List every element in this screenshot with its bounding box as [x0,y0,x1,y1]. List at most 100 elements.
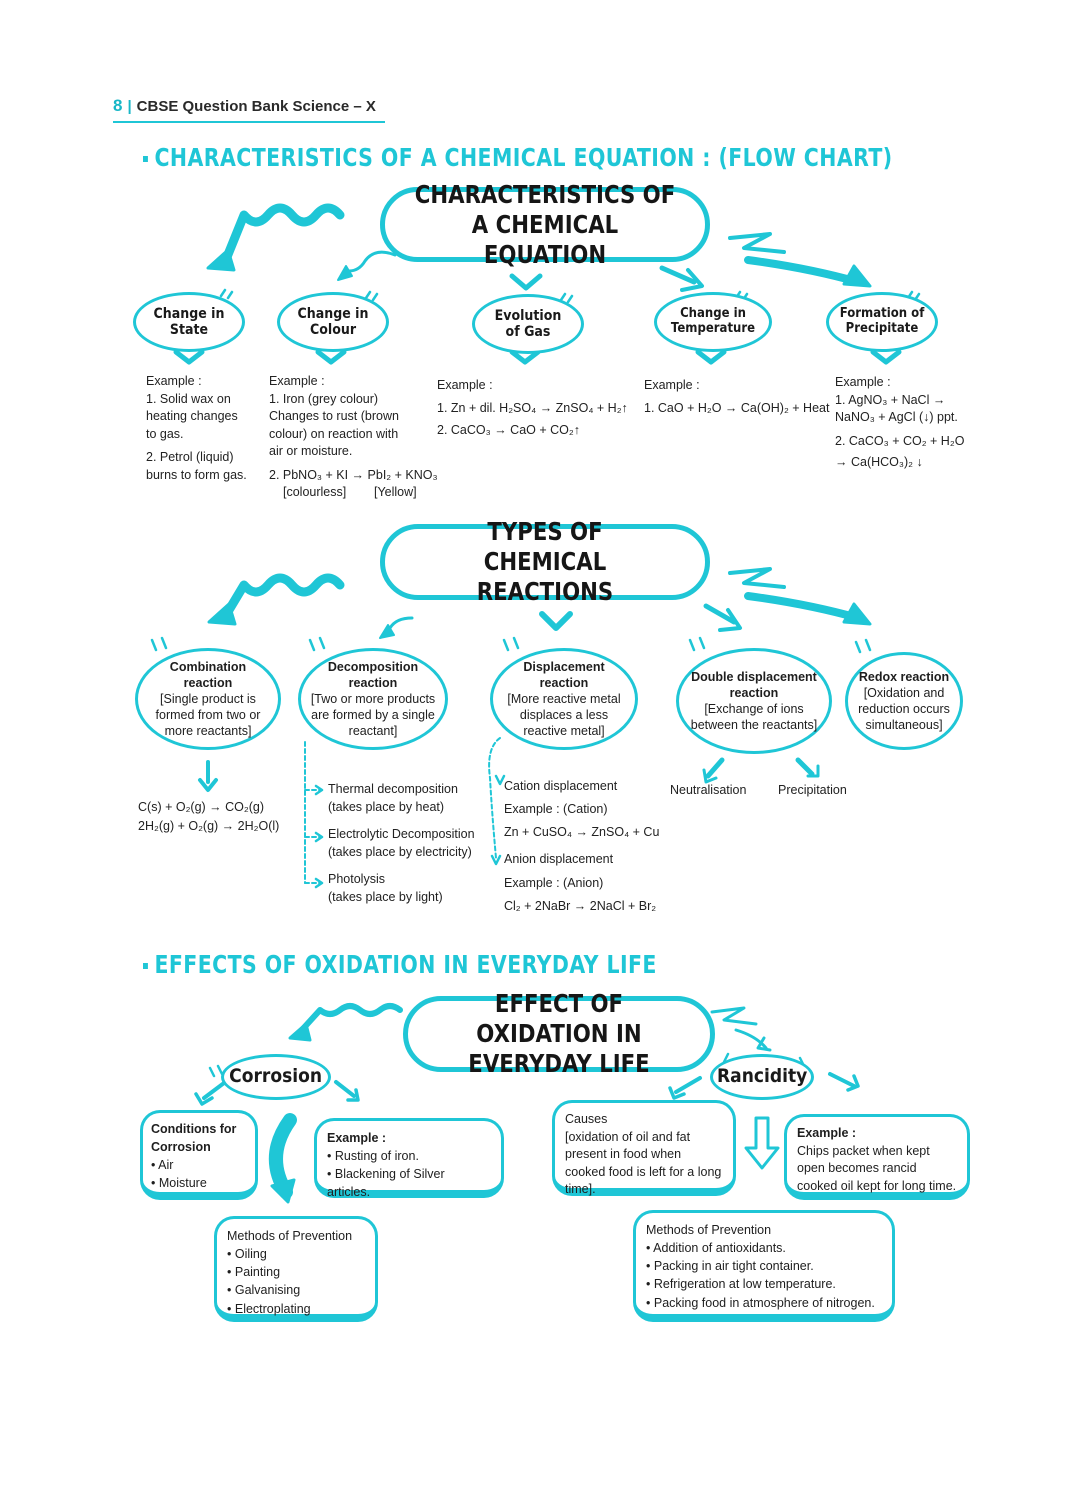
node-title: Double displacement reaction [691,670,817,700]
detail-line: burns to form gas. [146,467,247,482]
node-combination-reaction: Combination reaction[Single product is f… [135,648,281,750]
decomposition-type-note: (takes place by electricity) [328,844,472,859]
page-number: 8 [113,96,123,115]
bullet-square [143,156,148,162]
node-change-in-colour: Change in Colour [277,292,389,352]
node-label: Evolution of Gas [494,307,562,340]
outline-arrow [659,265,697,285]
detail-line: [colourless] [Yellow] [283,485,417,499]
root-box-oxidation: EFFECT OF OXIDATION IN EVERYDAY LIFE [403,989,715,1078]
displacement-example-label: Example : (Cation) [504,802,608,817]
node-label: Corrosion [229,1065,323,1088]
detail-line: Example : [644,378,700,392]
node-desc: [Oxidation and reduction occurs simultan… [858,686,950,732]
combination-examples: C(s) + O₂(g) → CO₂(g) 2H₂(g) + O₂(g) → 2… [138,798,279,837]
node-formation-of-precipitate: Formation of Precipitate [826,292,938,352]
double-displacement-neutralisation: Neutralisation [670,783,747,797]
details-change-in-colour: Example : 1. Iron (grey colour) Changes … [269,373,438,502]
details-change-in-temperature: Example : 1. CaO + H₂O → Ca(OH)₂ + Heat [644,374,829,419]
example-text: Chips packet when kept open becomes ranc… [797,1143,957,1193]
displacement-type-name: Cation displacement [504,779,618,793]
detail-line: air or moisture. [269,444,353,458]
prevention-item: Oiling [227,1245,365,1263]
node-desc: [Two or more products are formed by a si… [310,692,436,738]
box-title: Conditions for Corrosion [151,1122,237,1154]
node-title: Redox reaction [858,670,950,684]
decomposition-type-note: (takes place by heat) [328,799,445,814]
box-corrosion-prevention: Methods of Prevention Oiling Painting Ga… [214,1216,378,1322]
details-evolution-of-gas: Example : 1. Zn + dil. H₂SO₄ → ZnSO₄ + H… [437,374,628,442]
squiggle-arrow-left [220,203,345,267]
detail-line: 2. Petrol (liquid) [146,450,234,464]
detail-line: NaNO₃ + AgCl (↓) ppt. [835,410,958,424]
node-title: Displacement reaction [523,660,605,690]
detail-line: 2. CaCO₃ + CO₂ + H₂O [835,433,965,448]
displacement-example-label: Example : (Anion) [504,875,604,890]
node-label: Change in Colour [297,305,369,338]
detail-line: → Ca(HCO₃)₂ ↓ [835,455,923,469]
equation: 2H₂(g) + O₂(g) → 2H₂O(l) [138,819,280,834]
node-label: Formation of Precipitate [839,306,925,336]
node-change-in-temperature: Change in Temperature [654,292,772,352]
section-title-oxidation: EFFECTS OF OXIDATION IN EVERYDAY LIFE [143,950,657,979]
displacement-types: Cation displacement Example : (Cation) Z… [504,775,659,918]
box-rancidity-example: Example : Chips packet when kept open be… [784,1114,970,1200]
node-label: Rancidity [716,1065,808,1088]
section-title-text: CHARACTERISTICS OF A CHEMICAL EQUATION :… [154,143,893,172]
box-rancidity-causes: Causes [oxidation of oil and fat present… [552,1100,736,1196]
displacement-type-name: Anion displacement [504,852,614,867]
detail-line: 1. Zn + dil. H₂SO₄ → ZnSO₄ + H₂↑ [437,400,628,415]
down-chevron-1 [509,273,543,291]
node-rancidity: Rancidity [710,1054,814,1100]
prevention-item: Packing food in atmosphere of nitrogen. [646,1294,882,1312]
running-header: 8|CBSE Question Bank Science – X [113,96,376,116]
root-box-types-of-reactions: TYPES OF CHEMICAL REACTIONS [380,517,710,606]
box-title: Example : [797,1126,857,1140]
decomposition-type-note: (takes place by light) [328,889,443,904]
squiggle-arrow-left-2 [221,573,345,620]
node-evolution-of-gas: Evolution of Gas [472,294,584,354]
box-rancidity-prevention: Methods of Prevention Addition of antiox… [633,1210,895,1322]
condition-item: Moisture [151,1174,247,1192]
example-item: Rusting of iron. [327,1147,491,1165]
node-displacement-reaction: Displacement reaction[More reactive meta… [490,648,638,750]
node-desc: [Single product is formed from two or mo… [155,692,261,738]
decomposition-type-name: Photolysis [328,872,385,886]
prevention-item: Painting [227,1263,365,1281]
root-label: CHARACTERISTICS OF A CHEMICAL EQUATION [414,179,676,269]
decomposition-type-name: Electrolytic Decomposition [328,827,475,841]
equation: C(s) + O₂(g) → CO₂(g) [138,800,265,814]
details-formation-of-precipitate: Example : 1. AgNO₃ + NaCl → NaNO₃ + AgCl… [835,374,964,472]
node-redox-reaction: Redox reaction [Oxidation and reduction o… [845,652,963,750]
prevention-item: Galvanising [227,1281,365,1299]
node-double-displacement-reaction: Double displacement reaction[Exchange of… [676,648,832,754]
z-arrow [728,232,786,254]
prevention-item: Packing in air tight container. [646,1257,882,1275]
section-title-characteristics: CHARACTERISTICS OF A CHEMICAL EQUATION :… [143,143,893,172]
sweep-arrow [744,256,862,286]
detail-line: Example : [269,374,325,388]
detail-line: Example : [437,378,493,392]
section-title-text: EFFECTS OF OXIDATION IN EVERYDAY LIFE [154,950,657,979]
detail-line: 1. CaO + H₂O → Ca(OH)₂ + Heat [644,400,830,415]
node-label: Change in State [153,305,225,338]
box-title: Methods of Prevention [646,1223,772,1237]
detail-line: 2. CaCO₃ → CaO + CO₂↑ [437,423,580,437]
header-divider: | [127,98,132,115]
root-label: TYPES OF CHEMICAL REACTIONS [476,517,614,606]
box-conditions-for-corrosion: Conditions for Corrosion Air Moisture [140,1110,258,1200]
equation: Zn + CuSO₄ → ZnSO₄ + Cu [504,825,660,840]
node-desc: [More reactive metal displaces a less re… [507,692,621,738]
detail-line: 1. Solid wax on [146,391,231,406]
prevention-item: Electroplating [227,1300,365,1318]
decomposition-types: Thermal decomposition (takes place by he… [328,781,475,906]
detail-line: Example : [835,375,891,389]
double-displacement-precipitation: Precipitation [778,783,847,797]
condition-item: Air [151,1156,247,1174]
box-title: Example : [327,1131,387,1145]
curly-arrow [343,250,397,278]
detail-line: Example : [146,374,202,388]
node-title: Decomposition reaction [327,660,419,690]
node-desc: [Exchange of ions between the reactants] [690,702,818,732]
